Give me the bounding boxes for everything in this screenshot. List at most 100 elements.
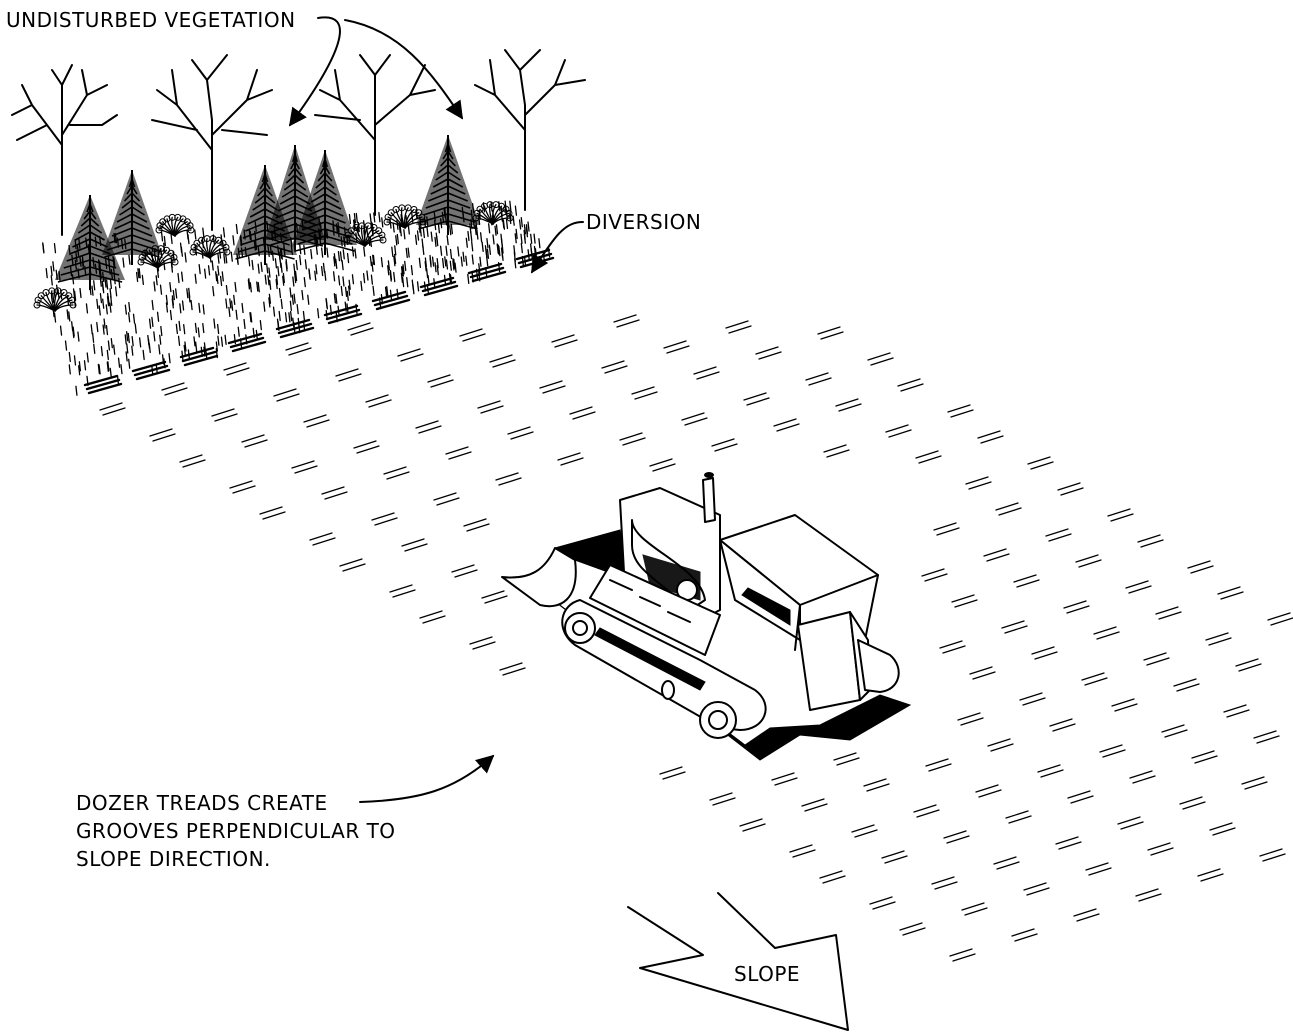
grass-stroke: [515, 206, 516, 215]
groove-dash: [1213, 828, 1235, 835]
grass-stroke: [520, 220, 521, 229]
grass-stroke: [521, 244, 522, 253]
grass-stroke: [349, 214, 350, 223]
grass-stroke: [132, 337, 133, 346]
grass-stroke: [336, 259, 337, 268]
groove-dash: [500, 663, 522, 670]
grass-stroke: [94, 281, 95, 290]
grass-stroke: [279, 289, 280, 298]
groove-dash: [496, 473, 518, 480]
groove-dash: [307, 420, 329, 427]
grass-stroke: [435, 263, 436, 272]
groove-dash: [481, 406, 503, 413]
grass-stroke: [238, 327, 239, 336]
groove-dash: [823, 876, 845, 883]
groove-dash: [1089, 868, 1111, 875]
groove-dash: [573, 412, 595, 419]
grass-stroke: [252, 260, 253, 269]
grass-stroke: [280, 259, 281, 268]
grass-stroke: [341, 286, 342, 295]
grass-stroke: [54, 244, 55, 253]
grass-stroke: [209, 266, 210, 275]
diversion-dash: [85, 376, 117, 385]
diversion-dash: [183, 352, 215, 361]
grass-stroke: [100, 294, 101, 303]
groove-dash: [961, 718, 983, 725]
groove-dash: [180, 455, 202, 462]
grass-stroke: [346, 287, 347, 296]
groove-dash: [952, 595, 974, 602]
grass-stroke: [187, 289, 188, 298]
groove-dash: [1031, 462, 1053, 469]
groove-dash: [1121, 822, 1143, 829]
grass-stroke: [222, 272, 223, 281]
grass-stroke: [69, 312, 70, 321]
grass-stroke: [97, 323, 98, 332]
diversion-label: DIVERSION: [586, 210, 701, 234]
grass-stroke: [480, 257, 481, 266]
grass-stroke: [395, 246, 396, 255]
grass-stroke: [419, 258, 420, 267]
treads-note-line-3: SLOPE DIRECTION.: [76, 847, 271, 871]
groove-dash: [650, 459, 672, 466]
grass-stroke: [129, 255, 130, 264]
diversion-dash: [421, 278, 453, 287]
groove-dash: [289, 348, 311, 355]
groove-dash: [1024, 883, 1046, 890]
grass-stroke: [311, 250, 312, 259]
groove-dash: [1108, 509, 1130, 516]
grass-stroke: [78, 332, 79, 341]
grass-stroke: [149, 343, 150, 352]
grass-stroke: [94, 344, 95, 353]
groove-dash: [777, 424, 799, 431]
grass-stroke: [74, 289, 75, 298]
grass-stroke: [188, 235, 189, 244]
groove-dash: [372, 513, 394, 520]
grass-stroke: [152, 301, 153, 310]
groove-dash: [824, 445, 846, 452]
grass-stroke: [184, 325, 185, 334]
grass-stroke: [304, 278, 305, 287]
groove-dash: [348, 323, 370, 330]
grass-stroke: [218, 336, 219, 345]
vegetation-label: UNDISTURBED VEGETATION: [6, 8, 296, 32]
groove-dash: [1012, 929, 1034, 936]
groove-dash: [1079, 560, 1101, 567]
groove-dash: [743, 824, 765, 831]
grass-stroke: [178, 274, 179, 283]
grass-stroke: [447, 236, 448, 245]
grass-stroke: [110, 279, 111, 288]
groove-dash: [806, 373, 828, 380]
grass-stroke: [393, 223, 394, 232]
grass-stroke: [86, 304, 87, 313]
groove-dash: [1112, 699, 1134, 706]
grass-stroke: [234, 295, 235, 304]
grass-stroke: [223, 228, 224, 237]
grass-stroke: [394, 273, 395, 282]
grass-stroke: [477, 230, 478, 239]
groove-dash: [605, 366, 627, 373]
groove-dash: [1257, 736, 1279, 743]
grass-stroke: [129, 313, 130, 322]
groove-dash: [926, 759, 948, 766]
grass-stroke: [156, 276, 157, 285]
grass-stroke: [472, 242, 473, 251]
groove-dash: [1059, 842, 1081, 849]
grass-stroke: [361, 281, 362, 290]
grass-stroke: [171, 234, 172, 243]
grass-stroke: [258, 283, 259, 292]
groove-dash: [620, 433, 642, 440]
grass-stroke: [198, 328, 199, 337]
grass-stroke: [179, 336, 180, 345]
groove-dash: [286, 343, 308, 350]
groove-dash: [460, 329, 482, 336]
grass-stroke: [396, 236, 397, 245]
grass-stroke: [510, 201, 511, 210]
grass-stroke: [461, 257, 462, 266]
groove-dash: [1009, 816, 1031, 823]
groove-dash: [405, 544, 427, 551]
grass-stroke: [260, 321, 261, 330]
grass-stroke: [487, 249, 488, 258]
grass-stroke: [221, 276, 222, 285]
